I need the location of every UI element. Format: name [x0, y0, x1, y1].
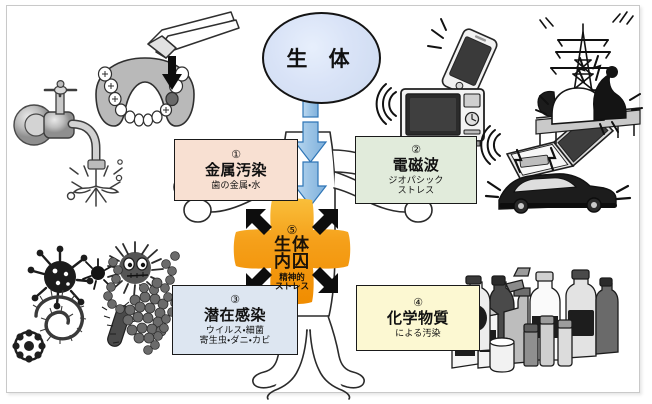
factor-3-sub: ウイルス・細菌 寄生虫・ダニ・カビ [200, 326, 271, 346]
factor-2-sub-line-1: ジオパシック [388, 175, 444, 186]
inward-arrow-top-right [312, 209, 338, 235]
person-sleeping-in-bed-icon [535, 55, 643, 146]
inward-arrow-bottom-right [312, 267, 338, 293]
factor-3-sub-line-1: ウイルス・細菌 [205, 325, 265, 336]
down-arrow-3 [293, 161, 328, 207]
factor-1-number: ① [231, 147, 241, 161]
down-arrow-2 [293, 121, 328, 163]
factor-2-number: ② [411, 142, 421, 156]
car-icon [484, 146, 632, 214]
factor-box-3[interactable]: ③ 潜在感染 ウイルス・細菌 寄生虫・ダニ・カビ [172, 285, 298, 355]
factor-2-sub: ジオパシック ストレス [388, 176, 443, 196]
factor-box-2[interactable]: ② 電磁波 ジオパシック ストレス [355, 136, 477, 204]
water-faucet-icon [13, 79, 123, 207]
bio-node: 生 体 [262, 12, 381, 104]
factor-4-number: ④ [413, 295, 423, 309]
center-cross-shape [233, 198, 351, 305]
bio-node-label: 生 体 [286, 47, 357, 71]
factor-2-title: 電磁波 [392, 156, 440, 175]
dental-jaw-tweezers-icon [95, 11, 240, 127]
factor-1-sub-line-1: 歯の金属・水 [211, 181, 261, 192]
factor-box-1[interactable]: ① 金属汚染 歯の金属・水 [174, 139, 298, 201]
factor-1-sub: 歯の金属・水 [211, 181, 260, 191]
factor-box-4[interactable]: ④ 化学物質 による汚染 [356, 285, 480, 351]
factor-3-sub-line-2: 寄生虫・ダニ・カビ [199, 336, 271, 347]
microwave-oven-icon [375, 83, 485, 147]
factor-4-sub: による汚染 [395, 329, 441, 339]
factor-1-title: 金属汚染 [204, 161, 267, 180]
microbes-icon [12, 241, 180, 363]
factor-4-title: 化学物質 [386, 309, 449, 328]
factor-3-title: 潜在感染 [203, 306, 266, 325]
factor-2-sub-line-2: ストレス [397, 186, 435, 197]
down-arrow-group [293, 99, 328, 207]
factor-4-sub-line-1: による汚染 [395, 329, 441, 340]
factor-3-number: ③ [230, 292, 240, 306]
inward-arrow-top-left [246, 209, 272, 235]
smartphone-icon [427, 18, 498, 98]
